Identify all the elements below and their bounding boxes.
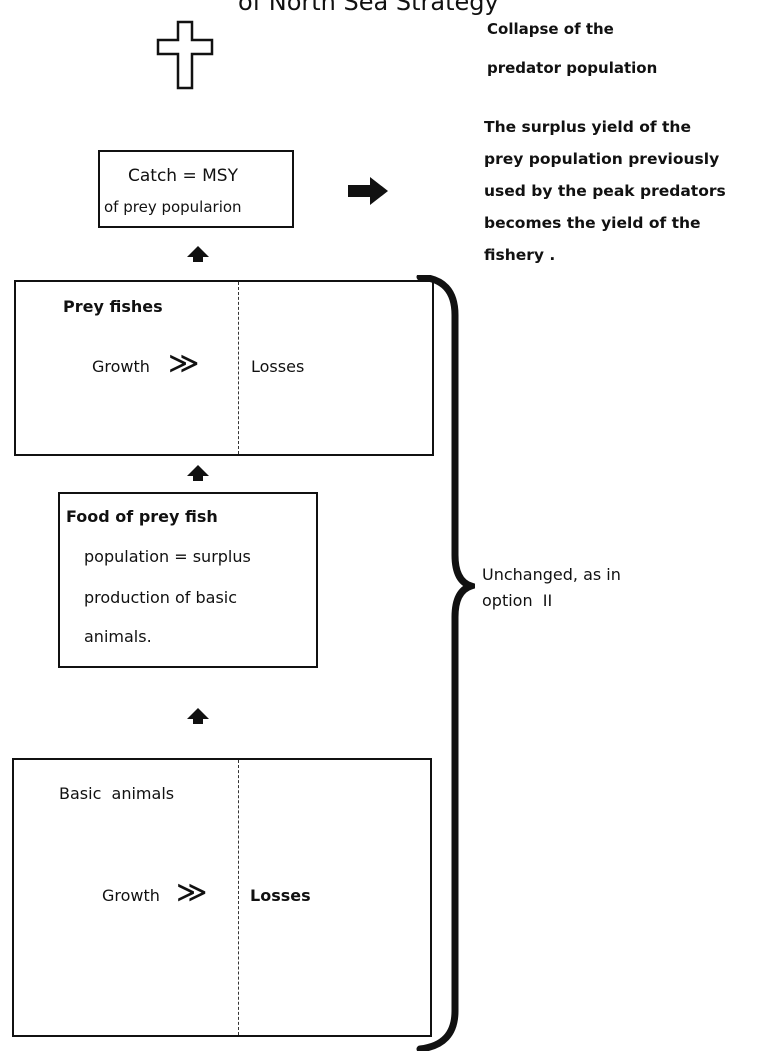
food-line: animals.	[84, 627, 152, 646]
brace-note-line-2: option II	[482, 591, 553, 610]
explanation-line: prey population previously	[484, 150, 720, 168]
prey-losses-label: Losses	[251, 357, 305, 376]
basic-growth-label: Growth	[102, 886, 160, 905]
basic-animals-box: Basic animals Growth ≫ Losses	[12, 758, 432, 1037]
much-greater-symbol: ≫	[168, 346, 200, 381]
prey-fishes-box: Prey fishes Growth ≫ Losses	[14, 280, 434, 456]
food-line: Food of prey fish	[66, 507, 218, 526]
food-line: population = surplus	[84, 547, 251, 566]
basic-losses-label: Losses	[250, 886, 311, 905]
explanation-line: used by the peak predators	[484, 182, 726, 200]
food-of-prey-box: Food of prey fish population = surplus p…	[58, 492, 318, 668]
prey-growth-label: Growth	[92, 357, 150, 376]
much-greater-symbol: ≫	[176, 875, 208, 910]
basic-box-divider	[238, 760, 239, 1035]
catch-line-2: of prey popularion	[104, 198, 242, 216]
explanation-line: The surplus yield of the	[484, 118, 691, 136]
explanation-line: becomes the yield of the	[484, 214, 701, 232]
collapse-line-1: Collapse of the	[487, 20, 614, 38]
cross-icon	[150, 20, 220, 90]
right-brace-icon	[415, 273, 483, 1053]
catch-box: Catch = MSY of prey popularion	[98, 150, 294, 228]
food-line: production of basic	[84, 588, 238, 607]
collapse-line-2: predator population	[487, 59, 658, 77]
prey-box-title: Prey fishes	[63, 297, 163, 316]
basic-box-title: Basic animals	[59, 784, 175, 803]
brace-note-line-1: Unchanged, as in	[482, 565, 621, 584]
explanation-line: fishery .	[484, 246, 556, 264]
title-fragment: of North Sea Strategy	[238, 0, 499, 16]
right-arrow-icon	[348, 177, 388, 205]
catch-line-1: Catch = MSY	[128, 166, 238, 186]
prey-box-divider	[238, 282, 239, 454]
